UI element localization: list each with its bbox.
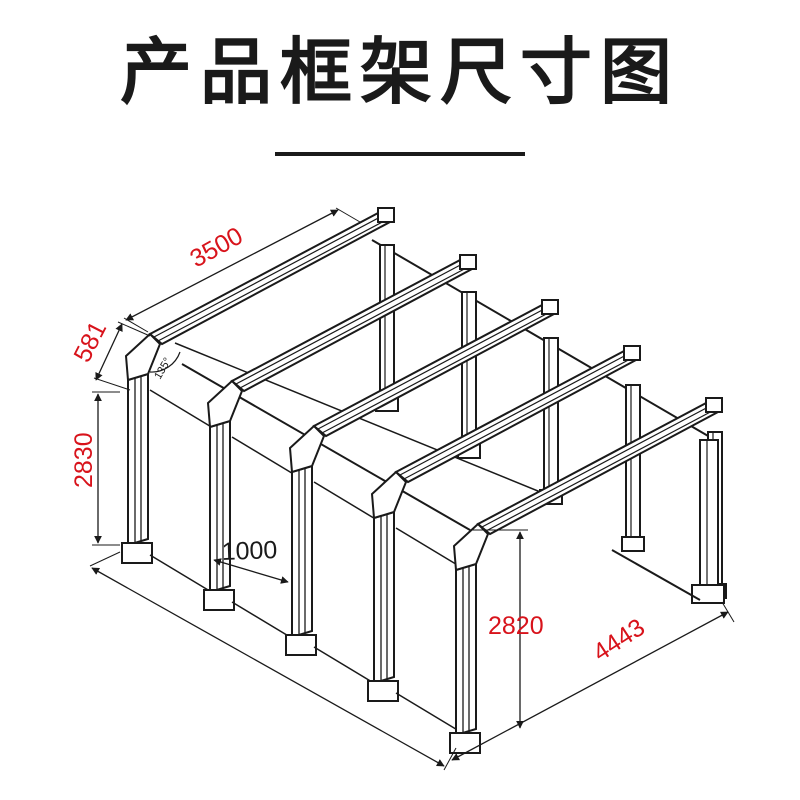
post-foot <box>367 680 399 702</box>
back-post-body <box>461 291 477 453</box>
beam-end-cap <box>541 299 559 315</box>
front-post <box>291 464 313 639</box>
rear-base-rail <box>611 549 701 601</box>
corner-joint <box>288 424 326 474</box>
dim-center-height-label: 2820 <box>488 612 544 640</box>
dim-side-height-label: 2830 <box>70 432 98 488</box>
corner-joint <box>206 379 244 429</box>
dimension-lines <box>89 207 735 771</box>
page-title: 产品框架尺寸图 <box>119 30 680 114</box>
dim-length-line <box>125 209 339 321</box>
dim-length-label: 3500 <box>185 222 247 273</box>
ext-line <box>117 321 151 337</box>
angle-arc <box>149 351 181 373</box>
back-post-body <box>625 384 641 546</box>
roof-beam-groove <box>399 352 631 476</box>
beam-end-cap <box>377 207 395 223</box>
front-post <box>455 562 477 737</box>
back-post <box>621 384 645 552</box>
title-underline <box>275 152 525 156</box>
back-post-foot <box>621 536 645 552</box>
ext-line <box>93 377 131 391</box>
dim-slope-line <box>95 323 123 381</box>
back-post-body <box>543 337 559 499</box>
roof-beam-groove <box>481 404 713 528</box>
rear-right-post-foot <box>691 584 725 604</box>
beam-end-cap <box>705 397 723 413</box>
front-post <box>127 372 149 547</box>
roof-beam-groove <box>321 310 553 434</box>
roof-beam-groove <box>239 265 471 389</box>
corner-joint <box>452 522 490 572</box>
rear-right-post <box>611 439 725 604</box>
ext-line <box>335 207 361 223</box>
back-post-body <box>379 244 395 406</box>
beam-end-cap <box>623 345 641 361</box>
corner-joint <box>370 470 408 520</box>
post-foot <box>285 634 317 656</box>
front-post <box>373 510 395 685</box>
inner-rail <box>174 342 561 501</box>
dim-spacing-label: 1000 <box>221 536 278 566</box>
roof-beam-groove <box>403 356 635 480</box>
post-foot <box>121 542 153 564</box>
front-post <box>209 419 231 594</box>
angle-label: 135° <box>152 356 174 382</box>
rear-right-post-body <box>699 439 719 593</box>
dim-width-line <box>451 611 729 761</box>
roof-beam-groove <box>235 261 467 385</box>
roof-beam-groove <box>485 408 717 532</box>
beam-end-cap <box>459 254 477 270</box>
post-foot <box>203 589 235 611</box>
back-post <box>539 337 563 505</box>
dim-base-line <box>91 567 445 767</box>
ext-line <box>89 551 121 567</box>
arch-frame <box>449 397 723 754</box>
roof-beam-groove <box>317 306 549 430</box>
